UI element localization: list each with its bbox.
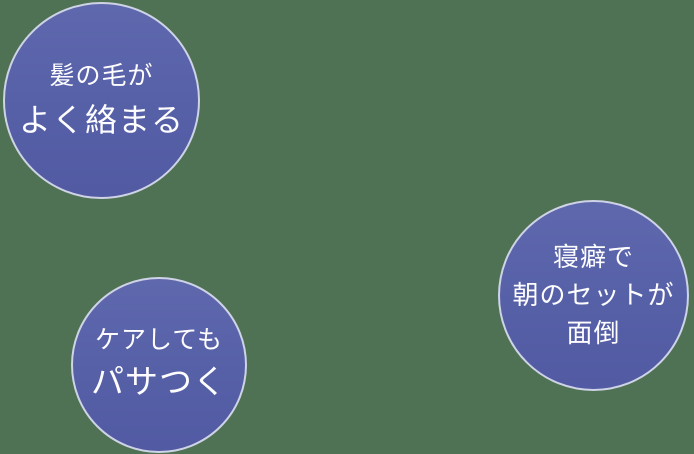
bubble-text-line: 寝癖で (552, 242, 634, 272)
bubble-text-line: 面倒 (566, 318, 621, 348)
bubble-text-line: 朝のセットが (512, 280, 675, 310)
bubble-text-line: 髪の毛が (49, 62, 154, 90)
bubble-text-line-emphasis: よく絡まる (18, 101, 184, 138)
bubble-text-line: ケアしても (94, 327, 223, 355)
pain-point-bubble-bed-hair: 寝癖で 朝のセットが 面倒 (498, 200, 689, 391)
pain-point-bubble-tangled-hair: 髪の毛が よく絡まる (3, 2, 200, 199)
bubble-text-line-emphasis: パサつく (91, 365, 227, 402)
pain-point-bubble-dry-hair: ケアしても パサつく (71, 277, 247, 453)
